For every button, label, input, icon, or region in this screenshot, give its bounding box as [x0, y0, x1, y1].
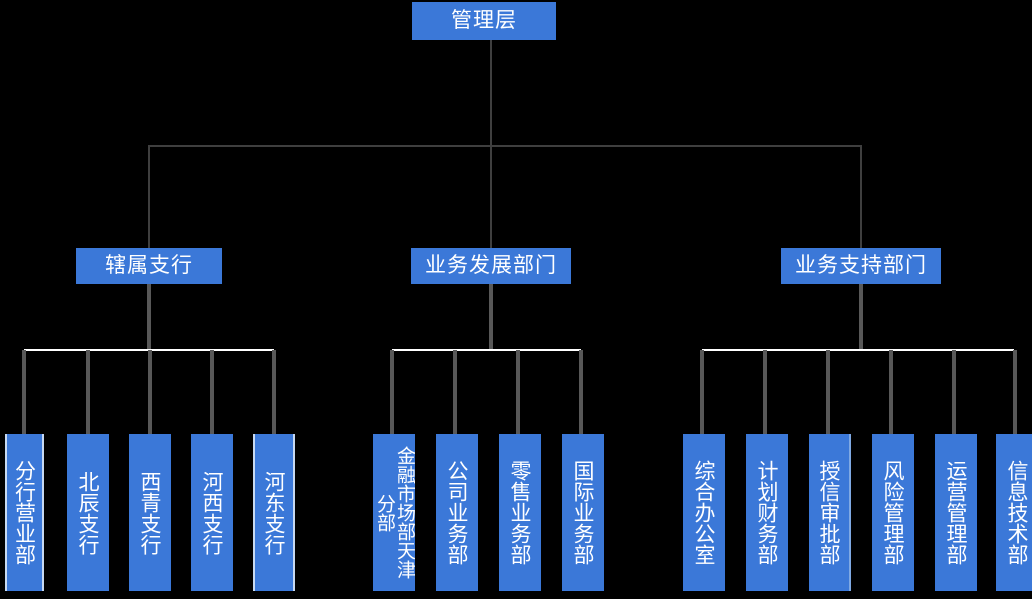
node-corporate-business-dept[interactable]: 公司业务部 — [436, 434, 478, 591]
node-general-office[interactable]: 综合办公室 — [683, 434, 725, 591]
node-label: 管理层 — [451, 8, 517, 33]
node-hexi-branch[interactable]: 河西支行 — [191, 434, 233, 591]
node-label: 风险管理部 — [881, 460, 906, 565]
node-hedong-branch[interactable]: 河东支行 — [253, 434, 295, 591]
connector-group2-drop-0 — [390, 350, 394, 435]
node-business-support[interactable]: 业务支持部门 — [781, 248, 941, 284]
connector-group1-stem — [147, 284, 151, 350]
node-root-management[interactable]: 管理层 — [412, 2, 556, 40]
node-label: 信息技术部 — [1005, 460, 1030, 565]
node-operations-management-dept[interactable]: 运营管理部 — [935, 434, 977, 591]
connector-group1-drop-0 — [22, 350, 26, 435]
connector-level1-drop-0 — [148, 145, 150, 249]
node-label: 分行营业部 — [12, 460, 37, 565]
node-international-business-dept[interactable]: 国际业务部 — [562, 434, 604, 591]
connector-group3-drop-0 — [700, 350, 704, 435]
node-credit-approval-dept[interactable]: 授信审批部 — [809, 434, 851, 591]
connector-group3-drop-4 — [952, 350, 956, 435]
connector-root-stem — [490, 40, 492, 146]
node-label: 河东支行 — [262, 470, 287, 555]
connector-group3-drop-3 — [889, 350, 893, 435]
connector-group1-drop-1 — [86, 350, 90, 435]
node-label: 运营管理部 — [944, 460, 969, 565]
node-xiqing-branch[interactable]: 西青支行 — [129, 434, 171, 591]
connector-group3-stem — [859, 284, 863, 350]
connector-group2-drop-2 — [516, 350, 520, 435]
connector-group2-drop-3 — [579, 350, 583, 435]
connector-group1-drop-3 — [210, 350, 214, 435]
node-planning-finance-dept[interactable]: 计划财务部 — [746, 434, 788, 591]
node-information-technology-dept[interactable]: 信息技术部 — [996, 434, 1032, 591]
node-risk-management-dept[interactable]: 风险管理部 — [872, 434, 914, 591]
connector-level1-drop-1 — [490, 145, 492, 249]
connector-group1-drop-2 — [148, 350, 152, 435]
connector-group2-bus — [392, 349, 581, 351]
connector-group3-drop-5 — [1013, 350, 1017, 435]
connector-group3-bus — [702, 349, 1014, 351]
node-label: 授信审批部 — [817, 460, 842, 565]
connector-group3-drop-2 — [826, 350, 830, 435]
node-label: 辖属支行 — [105, 253, 193, 278]
connector-group1-drop-4 — [272, 350, 276, 435]
node-retail-business-dept[interactable]: 零售业务部 — [499, 434, 541, 591]
node-business-development[interactable]: 业务发展部门 — [411, 248, 571, 284]
node-beichen-branch[interactable]: 北辰支行 — [67, 434, 109, 591]
node-label: 国际业务部 — [571, 460, 596, 565]
node-branch-offices[interactable]: 辖属支行 — [76, 248, 222, 284]
node-label: 业务支持部门 — [795, 253, 927, 278]
node-label: 综合办公室 — [692, 460, 717, 565]
connector-group2-stem — [489, 284, 493, 350]
connector-level1-bus — [148, 145, 862, 147]
node-financial-markets-tianjin[interactable]: 金融市场部天津分部 — [373, 434, 415, 591]
node-label: 河西支行 — [200, 470, 225, 555]
node-label: 计划财务部 — [755, 460, 780, 565]
node-label: 公司业务部 — [445, 460, 470, 565]
connector-group3-drop-1 — [763, 350, 767, 435]
node-label: 业务发展部门 — [425, 253, 557, 278]
connector-level1-drop-2 — [860, 145, 862, 249]
node-label: 零售业务部 — [508, 460, 533, 565]
node-label: 金融市场部天津分部 — [374, 446, 415, 579]
node-branch-business-dept[interactable]: 分行营业部 — [5, 434, 44, 591]
node-label: 北辰支行 — [76, 470, 101, 555]
node-label: 西青支行 — [138, 470, 163, 555]
connector-group2-drop-1 — [453, 350, 457, 435]
